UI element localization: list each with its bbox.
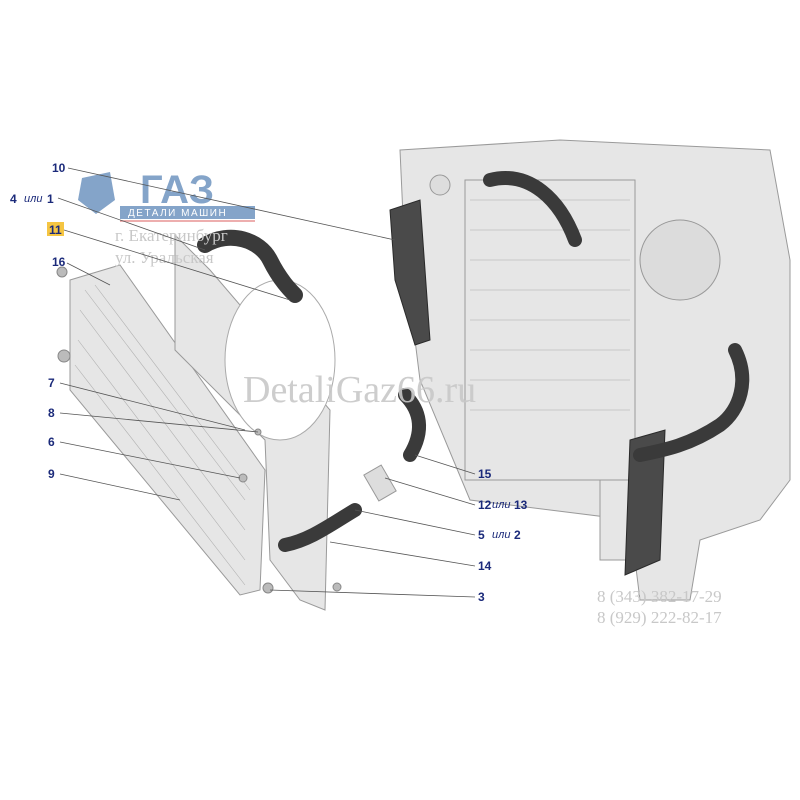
radiator [69,264,266,596]
callout-8: 8 [48,406,55,420]
callout-4: 4 [10,192,17,206]
phone-2: 8 (929) 222-82-17 [597,608,722,627]
logo-brand: ГАЗ [140,168,214,212]
callout-11-highlight [47,222,64,236]
callout-12: 12 [478,498,492,512]
callout-5-or: или [492,529,510,541]
fan-shroud [174,233,336,611]
callout-16: 16 [52,255,66,269]
callout-4-or: или [24,193,42,205]
callout-7: 7 [48,376,55,390]
callout-3: 3 [478,590,485,604]
gaz-logo: ГАЗ ДЕТАЛИ МАШИН [78,168,255,222]
callout-2: 2 [514,528,521,542]
callout-5: 5 [478,528,485,542]
address-street: ул. Уральская [115,248,214,267]
callout-12-or: или [492,499,510,511]
callout-6: 6 [48,435,55,449]
callout-9: 9 [48,467,55,481]
watermark: DetaliGaz66.ru [243,369,476,411]
leader-lines [57,167,476,598]
callout-10: 10 [52,161,66,175]
address-city: г. Екатеринбург [115,226,228,245]
callout-1: 1 [47,192,54,206]
callout-14: 14 [478,559,492,573]
hoses [56,229,427,594]
engine-bay-illustration [389,139,791,601]
callout-13: 13 [514,498,528,512]
phone-1: 8 (343) 382-17-29 [597,587,722,606]
callout-15: 15 [478,467,492,481]
callout-11: 11 [49,223,62,237]
logo-subtitle: ДЕТАЛИ МАШИН [128,208,227,219]
